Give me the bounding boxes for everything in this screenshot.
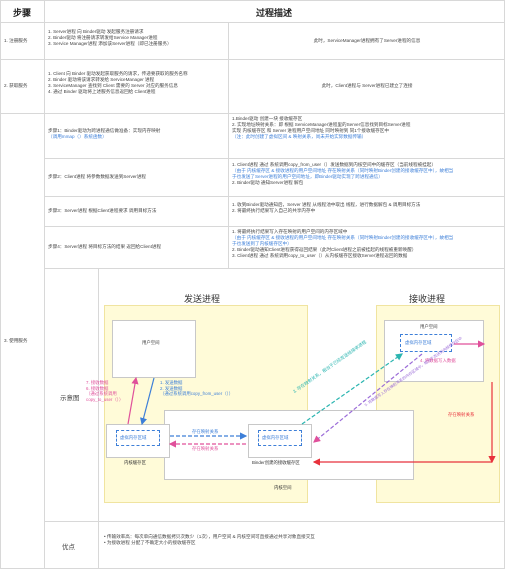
step3-label: 步骤3：Server进程 根据Client进程要求 调用目标方法	[48, 208, 157, 213]
send-process-title: 发送进程	[183, 294, 220, 304]
virtual-mem-binder-label: 虚拟内存区域	[262, 435, 289, 440]
recv-user-space-label: 用户空间	[420, 324, 438, 329]
step1-description: 1.Binder驱动 创建一块 接收缓存区 2. 实现地址映射关系：即 根据 S…	[232, 116, 411, 140]
arrow-recv-to-binder	[313, 353, 423, 443]
arrow-binder-to-recv	[301, 353, 403, 425]
send-steps: 1. 发送数据 2. 发送数据 （通过系统调用copy_from_user（））	[160, 380, 234, 397]
write-data-label: 4. 将数据写入数据	[420, 358, 456, 363]
step4-description: 1. 将最终执行结果写入存在映射的用户空间的内存区域中 （由于 内核缓存区 & …	[232, 229, 454, 259]
grid-line	[228, 22, 229, 113]
register-result: 此时，ServiceManager进程拥有了Server进程的信息	[313, 38, 421, 43]
step2-description: 1. Client进程 通过 系统调用copy_from_user（）发送数据到…	[232, 162, 454, 186]
grid-line	[44, 158, 504, 159]
obtain-description: 1. Client 向 Binder 驱动发起获取服务的请求，传递要获取的服务名…	[48, 71, 188, 95]
header-step: 步骤	[12, 8, 31, 18]
virtual-mem-kernel	[116, 430, 160, 446]
mapping-label-1: 存在映射关系	[192, 429, 219, 434]
advantages-label: 优点	[62, 544, 75, 551]
return-steps: 7. 接收数据 6. 接收数据 （通过系统调用 copy_to_user（））	[86, 380, 124, 402]
grid-line	[0, 113, 505, 114]
grid-line	[44, 226, 504, 227]
register-description: 1. Server进程 向 Binder驱动 发起服务注册请求 2. Binde…	[48, 29, 172, 47]
row-label-use: 3. 使用服务	[4, 338, 28, 343]
virtual-mem-recv	[400, 334, 452, 352]
step3-description: 1. 收到Binder驱动通知后，Server 进程 从线程池中取出 线程，进行…	[232, 202, 421, 214]
ipc-diagram: 发送进程 接收进程 内核空间 用户空间 用户空间 虚拟内存区域 虚拟内存区域 内…	[86, 272, 502, 518]
virtual-mem-kernel-label: 虚拟内存区域	[120, 435, 147, 440]
diagram-label: 示意图	[60, 395, 80, 402]
row-label-obtain: 2. 获取服务	[4, 83, 28, 88]
kernel-space-label: 内核空间	[274, 485, 292, 490]
send-user-space-label: 用户空间	[142, 340, 160, 345]
grid-line	[44, 268, 504, 269]
row-label-register: 1. 注册服务	[4, 38, 28, 43]
mapping-label-3: 存在映射关系	[448, 412, 475, 417]
kernel-buffer-label: 内核缓存区	[124, 460, 146, 465]
grid-line	[44, 521, 504, 522]
step4-label: 步骤4：Server进程 将目标方法的结果 返回给Client进程	[48, 244, 162, 249]
step1-label: 步骤1：Binder驱动为跨进程通信做准备：实现内存映射 （调用mmap（）系统…	[48, 128, 161, 140]
step2-label: 步骤2：Client进程 将参数数据发送到Server进程	[48, 174, 147, 179]
arrow-return-up	[127, 376, 139, 425]
grid-line	[44, 0, 45, 568]
grid-line	[228, 113, 229, 268]
grid-line	[98, 268, 99, 568]
grid-line	[44, 196, 504, 197]
grid-line	[0, 0, 505, 1]
grid-line	[0, 0, 1, 568]
binder-buffer-label: Binder创建的接收缓存区	[252, 460, 300, 465]
grid-line	[0, 22, 505, 23]
header-process: 过程描述	[255, 8, 292, 18]
diagram-arrows	[127, 340, 496, 466]
advantages-list: • 传输效率高：每次单向通信数据拷贝次数少（1次），用户空间 & 内核空间可直接…	[104, 534, 315, 546]
mapping-label-2: 存在映射关系	[192, 446, 219, 451]
recv-process-title: 接收进程	[408, 294, 445, 304]
virtual-mem-recv-label: 虚拟内存区域	[405, 340, 432, 345]
virtual-mem-binder	[258, 430, 302, 446]
grid-line	[0, 59, 505, 60]
send-user-space-box	[112, 320, 196, 378]
arrow-send-down	[140, 377, 155, 426]
obtain-result: 此时，Client进程与 Server进程已建立了连接	[321, 83, 413, 88]
